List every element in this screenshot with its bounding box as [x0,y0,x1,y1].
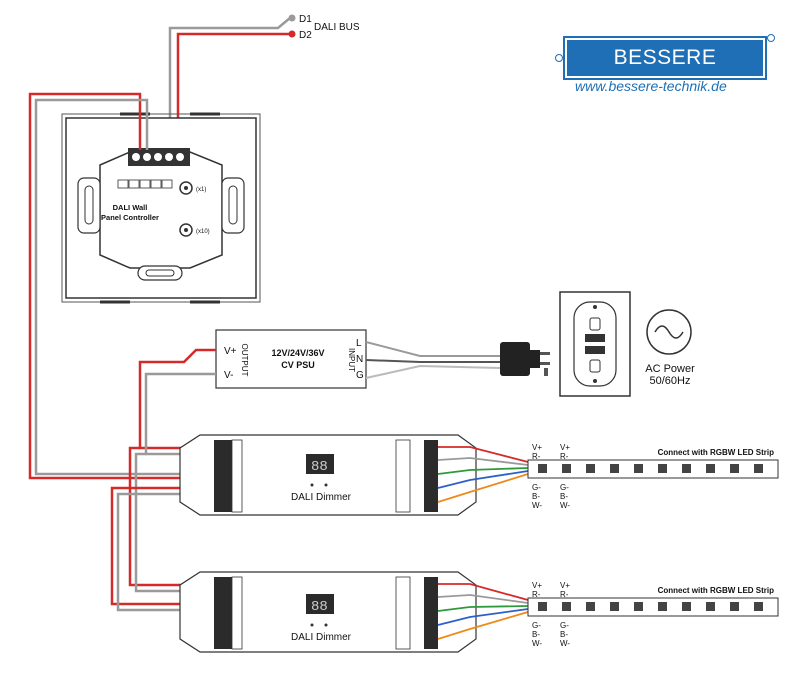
brand-logo: BESSERE TECHNIK www.bessere-technik.de [555,30,775,105]
panel-label-line2: Panel Controller [101,213,159,222]
strip-1-left-g: G- [532,483,541,492]
strip-1-left-b: B- [532,492,540,501]
strip-1-right-b: B- [560,492,568,501]
d2-label: D2 [299,30,312,41]
strip-2-label: Connect with RGBW LED Strip [658,586,775,595]
ac-power-line1: AC Power [645,363,695,375]
strip-1-right-r: R- [560,452,569,461]
strip-2-right-r: R- [560,590,569,599]
panel-label-line1: DALI Wall [113,203,148,212]
x10-label: (x10) [196,229,210,235]
strip-2-right-b: B- [560,630,568,639]
strip-2-left-r: R- [532,590,541,599]
dimmer-1-label: DALI Dimmer [291,492,352,503]
psu-n: N [356,354,363,365]
strip-1-right-w: W- [560,501,570,510]
x1-label: (x1) [196,187,206,193]
brand-url: www.bessere-technik.de [575,78,727,94]
strip-2-left-vplus: V+ [532,581,542,590]
psu-label-line2: CV PSU [281,360,315,370]
strip-1-left-w: W- [532,501,542,510]
psu-vplus: V+ [224,346,237,357]
brand-name: BESSERE TECHNIK [563,36,767,105]
d1-label: D1 [299,14,312,25]
dimmer-2-label: DALI Dimmer [291,632,352,643]
power-plug [500,342,550,376]
dali-bus-wires [168,14,296,128]
strip-2-right-w: W- [560,639,570,648]
strip-2-right-g: G- [560,621,569,630]
psu-l: L [356,338,362,349]
psu [215,329,367,389]
psu-label-line1: 12V/24V/36V [271,348,324,358]
ac-power-line2: 50/60Hz [650,375,691,387]
logo-dot-right [767,34,775,42]
logo-dot-left [555,54,563,62]
strip-1-label: Connect with RGBW LED Strip [658,448,775,457]
dimmer-1-output-wires [437,446,529,503]
d1-terminal-dot [288,14,296,22]
strip-2-left-w: W- [532,639,542,648]
dimmer-2-output-wires [437,583,529,640]
strip-1-left-r: R- [532,452,541,461]
psu-vminus: V- [224,370,233,381]
wall-panel [61,112,261,304]
wall-outlet [559,291,631,397]
led-strip-1 [527,459,779,479]
svg-text:88: 88 [311,459,328,475]
svg-text:88: 88 [311,599,328,615]
dali-dimmer-1: 88 [179,434,477,516]
strip-2-left-g: G- [532,621,541,630]
strip-1-right-g: G- [560,483,569,492]
psu-output-label: OUTPUT [240,344,249,377]
dali-dimmer-2: 88 [179,571,477,653]
strip-1-right-vplus: V+ [560,443,570,452]
strip-1-left-vplus: V+ [532,443,542,452]
psu-g: G [356,370,364,381]
strip-2-right-vplus: V+ [560,581,570,590]
strip-2-left-b: B- [532,630,540,639]
dali-bus-label: DALI BUS [314,22,360,33]
d2-terminal-dot [288,30,296,38]
psu-input-label: INPUT [347,348,356,372]
led-strip-2 [527,597,779,617]
